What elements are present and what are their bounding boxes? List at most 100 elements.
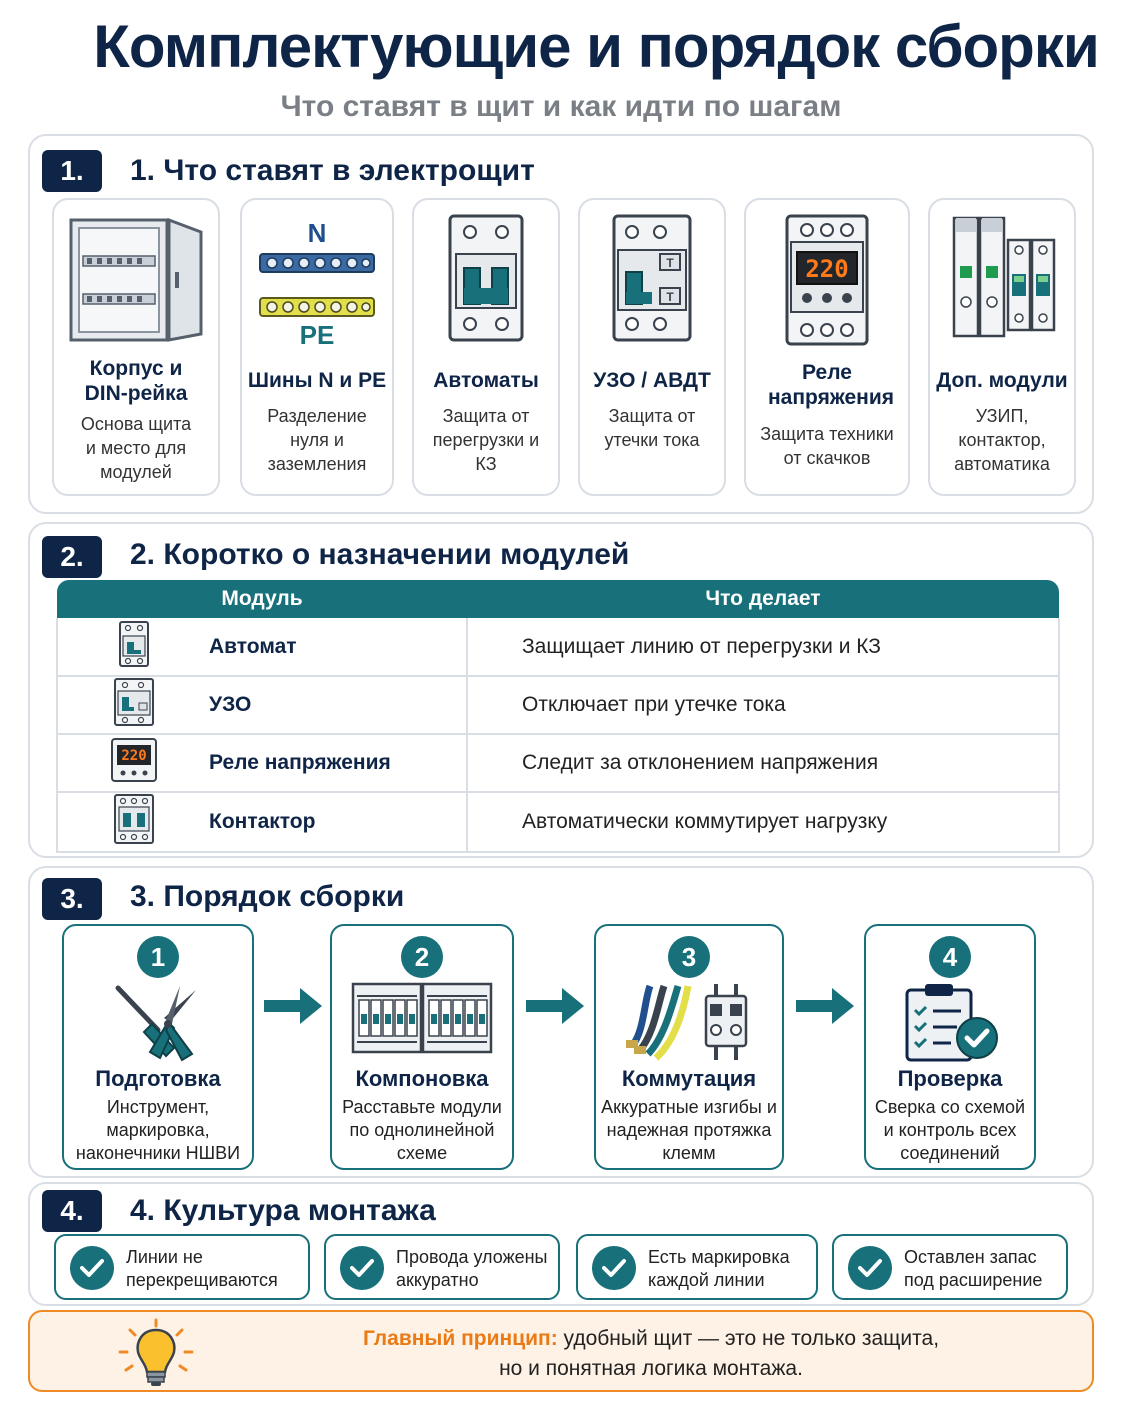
section-badge: 1.: [42, 150, 102, 192]
section-components: 1. 1. Что ставят в электрощит Корпус и D…: [28, 134, 1094, 514]
svg-text:220: 220: [805, 255, 848, 283]
section-title: 2. Коротко о назначении модулей: [130, 538, 630, 571]
tip-text: Главный принцип: удобный щит — это не то…: [220, 1324, 1082, 1384]
main-principle-banner: Главный принцип: удобный щит — это не то…: [28, 1310, 1094, 1392]
checklist-item: Провода уложены аккуратно: [324, 1234, 560, 1300]
card-desc: Защита от перегрузки и КЗ: [432, 406, 540, 474]
page-subtitle: Что ставят в щит и как идти по шагам: [280, 90, 842, 123]
component-card-extra-modules: Доп. модули УЗИП, контактор, автоматика: [928, 198, 1076, 496]
checklist-item: Есть маркировка каждой линии: [576, 1234, 818, 1300]
checkmark-icon: [592, 1246, 636, 1290]
section-assembly-order: 3. 3. Порядок сборки 1 Подготовка Инстру…: [28, 866, 1094, 1178]
module-name: Реле напряжения: [209, 734, 467, 793]
step-number: 4: [929, 936, 971, 978]
step-desc: Аккуратные изгибы и надежная протяжка кл…: [601, 1097, 777, 1163]
step-number: 2: [401, 936, 443, 978]
section-title: 1. Что ставят в электрощит: [130, 154, 535, 187]
tip-line1: удобный щит — это не только защита,: [557, 1327, 940, 1350]
section-installation-culture: 4. 4. Культура монтажа Линии не перекрещ…: [28, 1182, 1094, 1306]
step-verification: 4 Проверка Сверка со схемой и контроль в…: [864, 924, 1036, 1170]
busbar-pe-label: PE: [300, 320, 335, 346]
checklist-item: Линии не перекрещиваются: [54, 1234, 310, 1300]
extra-modules-icon: [952, 216, 1056, 338]
tip-line2: но и понятная логика монтажа.: [499, 1357, 803, 1380]
layout-icon: [351, 982, 493, 1054]
step-title: Коммутация: [621, 1066, 757, 1091]
step-desc: Сверка со схемой и контроль всех соедине…: [874, 1097, 1026, 1163]
module-name: УЗО: [209, 676, 467, 735]
card-title: Автоматы: [433, 369, 539, 392]
page-title: Комплектующие и порядок сборки: [93, 13, 1099, 80]
breaker-icon: [118, 620, 149, 667]
tip-label: Главный принцип:: [362, 1327, 558, 1350]
module-desc: Следит за отклонением напряжения: [466, 734, 1060, 793]
wiring-icon: [626, 984, 748, 1061]
card-title: УЗО / АВДТ: [593, 369, 711, 392]
checklist-text: Есть маркировка каждой линии: [648, 1247, 790, 1290]
arrow-right-icon: [796, 988, 854, 1024]
column-header-function: Что делает: [467, 580, 1059, 618]
component-card-breakers: Автоматы Защита от перегрузки и КЗ: [412, 198, 560, 496]
card-desc: УЗИП, контактор, автоматика: [954, 406, 1050, 474]
table-row: 220 Реле напряжения Следит за отклонение…: [56, 734, 1060, 793]
step-number: 1: [137, 936, 179, 978]
rcd-icon: [113, 678, 154, 726]
card-desc: Основа щита и место для модулей: [80, 414, 192, 482]
step-number: 3: [668, 936, 710, 978]
lightbulb-icon: [118, 1318, 194, 1386]
breaker-icon: [448, 214, 524, 342]
arrow-right-icon: [264, 988, 322, 1024]
card-desc: Разделение нуля и заземления: [267, 406, 367, 474]
contactor-icon: [113, 794, 154, 844]
component-card-voltage-relay: 220 Реле напряжения Защита техники от ск…: [744, 198, 910, 496]
step-title: Проверка: [897, 1066, 1003, 1091]
component-card-rcd: T T УЗО / АВДТ Защита от утечки тока: [578, 198, 726, 496]
section-title: 3. Порядок сборки: [130, 880, 405, 913]
step-title: Компоновка: [355, 1066, 489, 1091]
card-title: Доп. модули: [936, 369, 1068, 392]
step-layout: 2 Компоновка Расставьте модули по одноли…: [330, 924, 514, 1170]
table-row: Автомат Защищает линию от перегрузки и К…: [56, 618, 1060, 677]
section-badge: 3.: [42, 878, 102, 920]
column-header-module: Модуль: [57, 580, 467, 618]
busbar-icon: N PE: [259, 218, 375, 346]
step-title: Подготовка: [95, 1066, 221, 1091]
step-preparation: 1 Подготовка Инструмент, маркировка, нак…: [62, 924, 254, 1170]
section-title: 4. Культура монтажа: [130, 1194, 436, 1227]
table-row: Контактор Автоматически коммутирует нагр…: [56, 792, 1060, 853]
rcd-icon: T T: [612, 214, 692, 342]
voltage-relay-icon: 220: [110, 738, 157, 782]
card-title: Шины N и PE: [247, 369, 387, 392]
checklist-text: Линии не перекрещиваются: [126, 1247, 278, 1290]
card-desc: Защита от утечки тока: [604, 406, 700, 450]
arrow-right-icon: [526, 988, 584, 1024]
checklist-text: Оставлен запас под расширение: [904, 1247, 1043, 1290]
svg-text:220: 220: [121, 748, 146, 764]
voltage-relay-icon: 220: [785, 214, 869, 346]
checkmark-icon: [340, 1246, 384, 1290]
step-wiring: 3 Коммутация Аккуратные изгибы и надежна…: [594, 924, 784, 1170]
section-module-purpose: 2. 2. Коротко о назначении модулей Модул…: [28, 522, 1094, 858]
checkmark-icon: [848, 1246, 892, 1290]
modules-table: Модуль Что делает Автомат Защищает линию…: [56, 580, 1060, 853]
card-title: Корпус и DIN-рейка: [84, 357, 188, 405]
module-desc: Отключает при утечке тока: [466, 676, 1060, 735]
checklist-item: Оставлен запас под расширение: [832, 1234, 1068, 1300]
step-desc: Инструмент, маркировка, наконечники НШВИ: [75, 1097, 241, 1163]
component-card-busbars: N PE Шины N и PE Разделение нуля и зазем…: [240, 198, 394, 496]
section-badge: 2.: [42, 536, 102, 578]
module-desc: Защищает линию от перегрузки и КЗ: [466, 618, 1060, 677]
card-desc: Защита техники от скачков: [760, 424, 894, 468]
section-badge: 4.: [42, 1190, 102, 1232]
checkmark-icon: [70, 1246, 114, 1290]
svg-text:T: T: [666, 290, 674, 304]
card-title: Реле напряжения: [768, 361, 894, 409]
module-desc: Автоматически коммутирует нагрузку: [466, 792, 1060, 853]
step-desc: Расставьте модули по однолинейной схеме: [342, 1097, 502, 1163]
checklist-icon: [905, 984, 998, 1062]
busbar-n-label: N: [308, 218, 327, 248]
checklist-text: Провода уложены аккуратно: [396, 1247, 548, 1290]
module-name: Автомат: [209, 618, 467, 677]
svg-text:T: T: [666, 256, 674, 270]
cabinet-icon: [69, 217, 203, 342]
